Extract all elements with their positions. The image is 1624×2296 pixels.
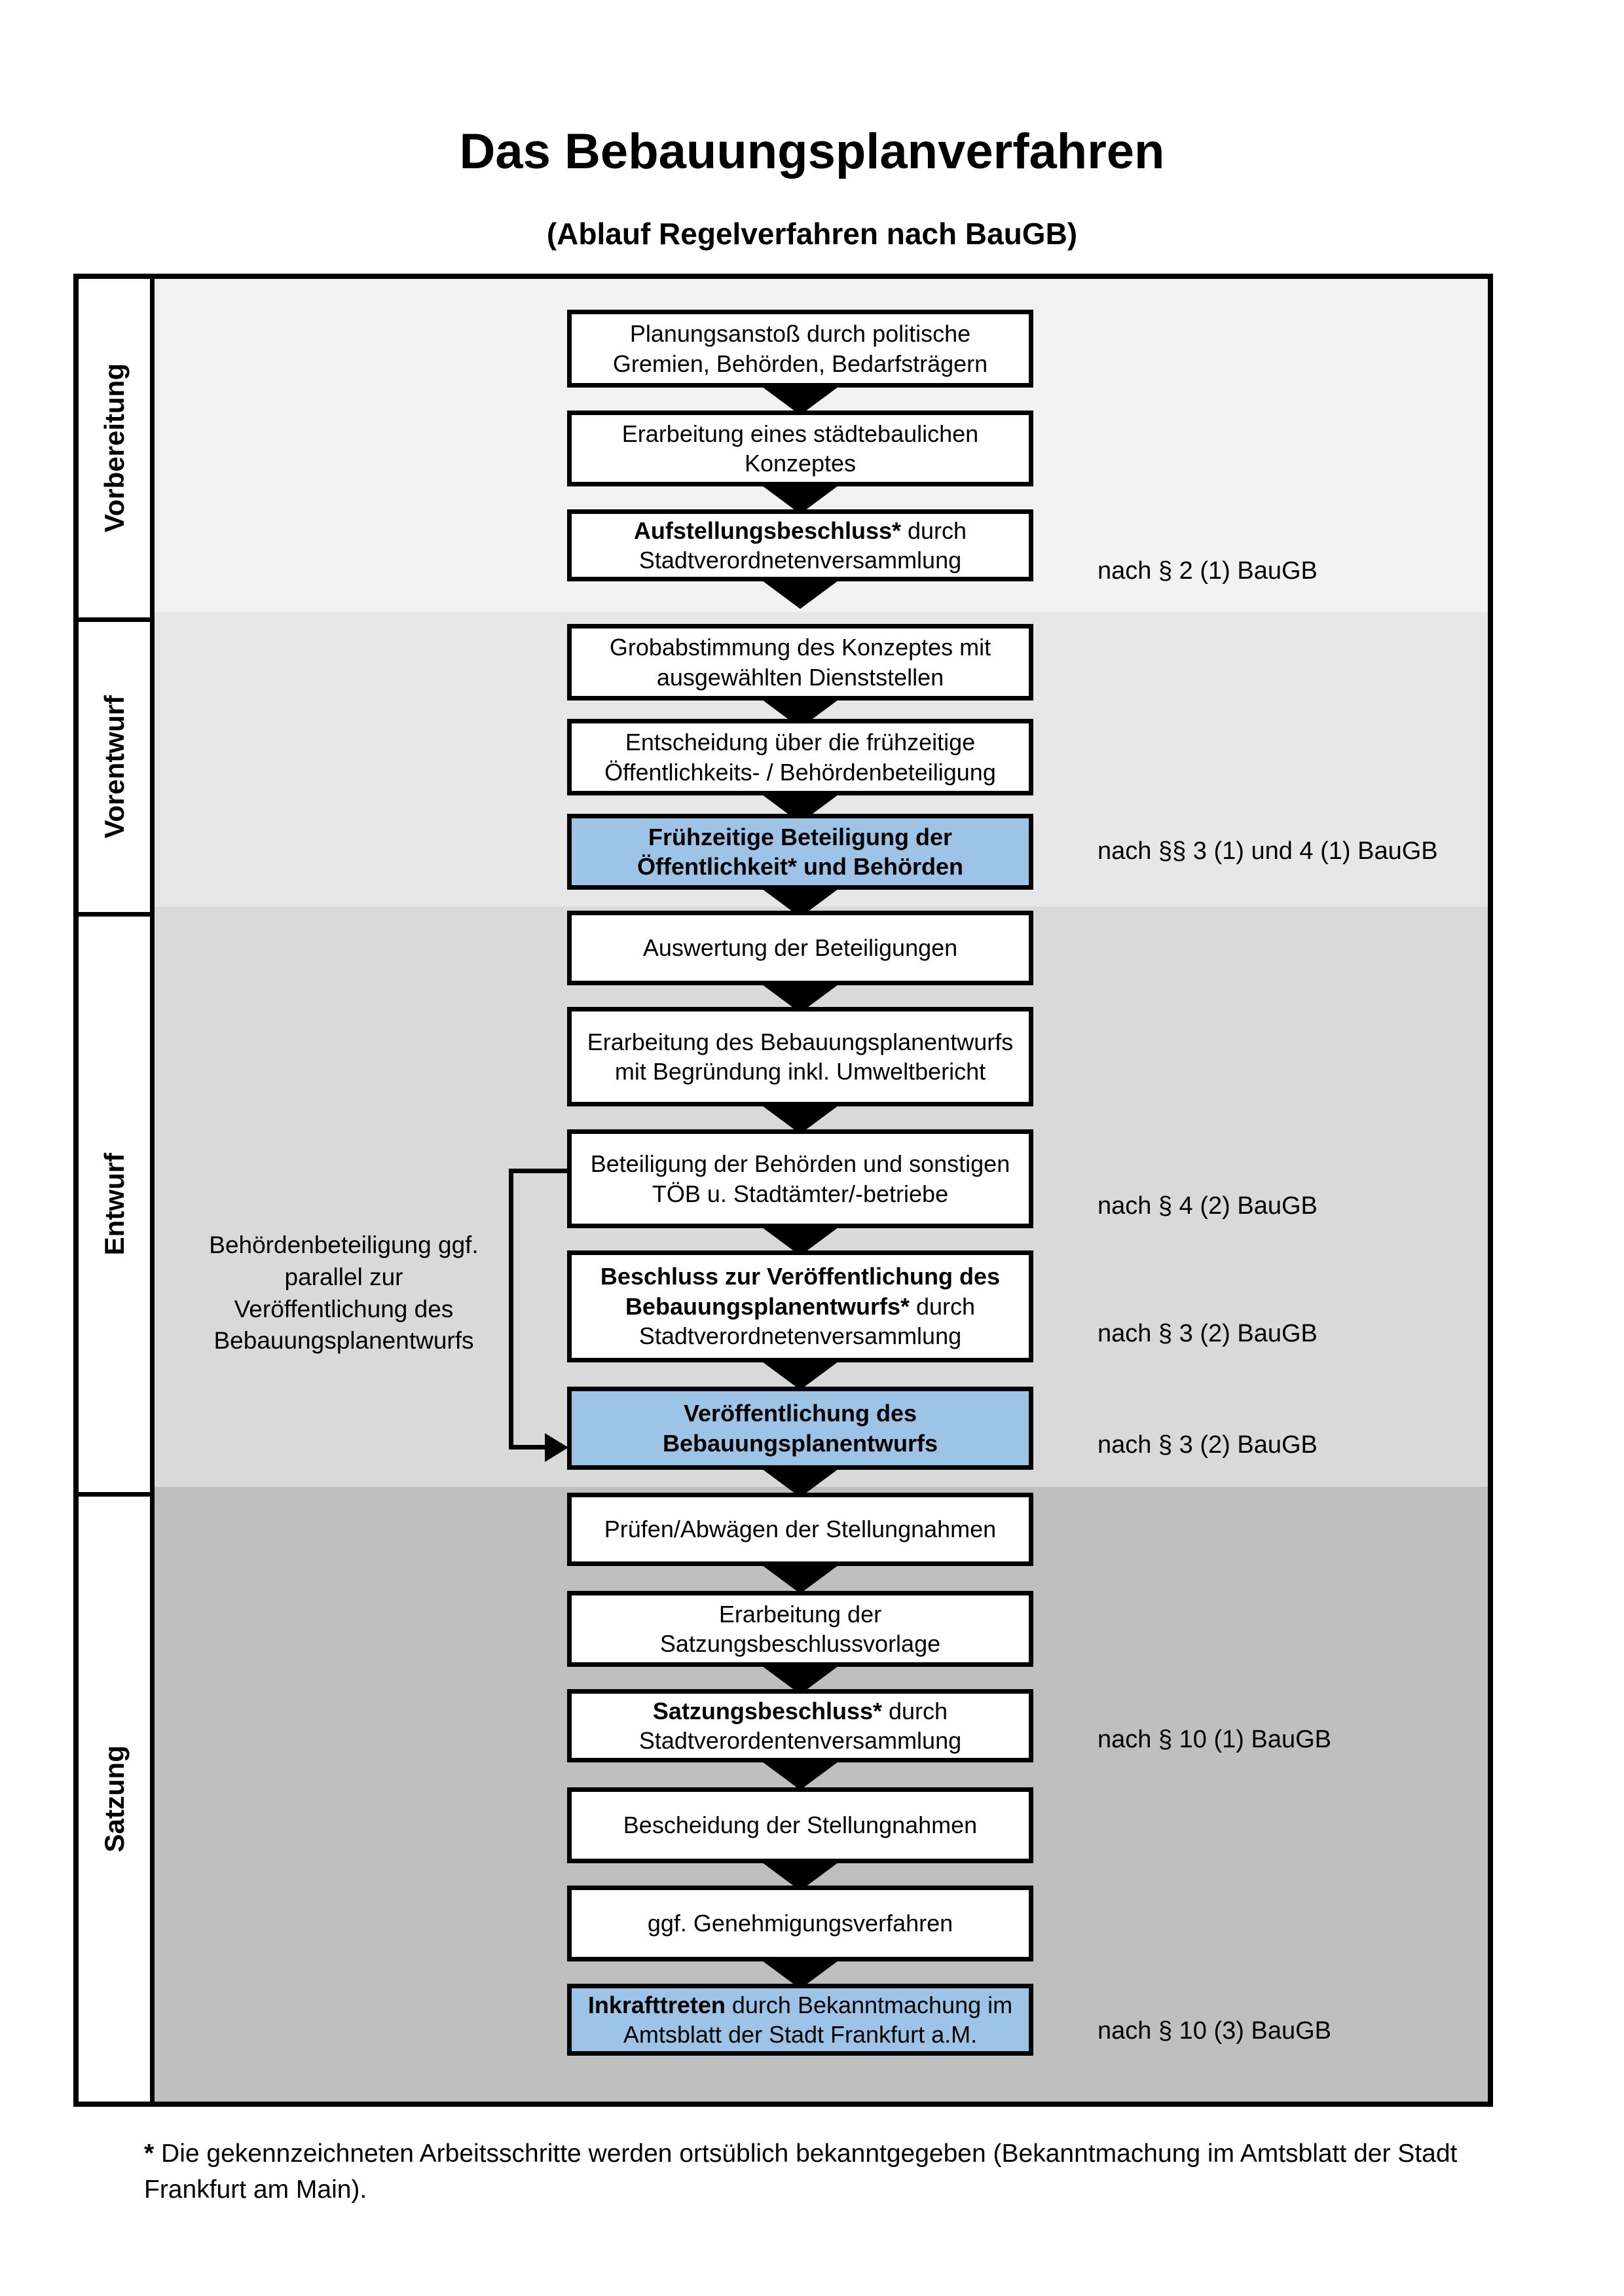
ref-paragraph-3-2-a: nach § 3 (2) BauGB — [1098, 1320, 1318, 1347]
step-text: Frühzeitige Beteiligung der Öffentlichke… — [637, 823, 964, 880]
flow-step-veroeffentlichung: Veröffentlichung des Bebauungsplanentwur… — [567, 1387, 1033, 1470]
step-text: Inkrafttreten durch Bekanntmachung im Am… — [587, 1991, 1018, 2048]
phase-label-vorentwurf: Vorentwurf — [79, 617, 150, 912]
flow-step-aufstellungsbeschluss: Aufstellungsbeschluss* durch Stadtverord… — [567, 509, 1033, 581]
flow-step-grobabstimmung: Grobabstimmung des Konzeptes mit ausgewä… — [567, 624, 1033, 701]
flow-step-satzungsvorlage: Erarbeitung der Satzungsbeschlussvorlage — [567, 1591, 1033, 1667]
step-text: Auswertung der Beteiligungen — [642, 934, 958, 962]
ref-paragraph-4-2: nach § 4 (2) BauGB — [1098, 1192, 1318, 1220]
down-arrow-icon — [760, 484, 841, 514]
flow-step-pruefen-abwaegen: Prüfen/Abwägen der Stellungnahmen — [567, 1493, 1033, 1566]
flow-step-behoerdenbeteiligung: Beteiligung der Behörden und sonstigen T… — [567, 1129, 1033, 1228]
down-arrow-icon — [760, 1467, 841, 1497]
down-arrow-icon — [760, 579, 841, 609]
connector-line-bottom — [509, 1445, 549, 1449]
flow-step-planungsanstoss: Planungsanstoß durch politische Gremien,… — [567, 310, 1033, 388]
page-title: Das Bebauungsplanverfahren — [459, 124, 1165, 179]
step-text: Erarbeitung des Bebauungsplanentwurfs mi… — [587, 1028, 1020, 1085]
side-note-parallel-beteiligung: Behördenbeteiligung ggf. parallel zur Ve… — [209, 1231, 479, 1355]
flow-step-erarbeitung-entwurf: Erarbeitung des Bebauungsplanentwurfs mi… — [567, 1007, 1033, 1106]
phase-label-satzung: Satzung — [79, 1492, 150, 2102]
flowchart-frame: Vorbereitung Vorentwurf Entwurf Satzung … — [73, 274, 1493, 2107]
step-text: Beteiligung der Behörden und sonstigen T… — [590, 1150, 1016, 1207]
flow-step-beschluss-veroeffentlichung: Beschluss zur Veröffentlichung des Bebau… — [567, 1250, 1033, 1362]
flow-step-fruehzeitige-beteiligung: Frühzeitige Beteiligung der Öffentlichke… — [567, 814, 1033, 890]
phase-label-column: Vorbereitung Vorentwurf Entwurf Satzung — [79, 279, 155, 2102]
down-arrow-icon — [760, 1104, 841, 1134]
connector-line-vertical — [509, 1169, 513, 1449]
connector-line-top — [509, 1169, 569, 1173]
down-arrow-icon — [760, 1563, 841, 1594]
flow-step-satzungsbeschluss: Satzungsbeschluss* durch Stadtverordente… — [567, 1689, 1033, 1762]
step-text: Erarbeitung der Satzungsbeschlussvorlage — [659, 1600, 941, 1657]
down-arrow-icon — [760, 1360, 841, 1390]
footnote-text: Die gekennzeichneten Arbeitsschritte wer… — [144, 2140, 1458, 2204]
step-text: Grobabstimmung des Konzeptes mit ausgewä… — [609, 634, 998, 691]
connector-arrowhead-icon — [545, 1433, 568, 1462]
step-text: Satzungsbeschluss* durch Stadtverordente… — [638, 1697, 962, 1754]
step-text: Beschluss zur Veröffentlichung des Bebau… — [600, 1263, 1007, 1350]
footnote-asterisk: * — [144, 2140, 155, 2168]
step-text: Erarbeitung eines städtebaulichen Konzep… — [621, 420, 986, 477]
step-text: Entscheidung über die frühzeitige Öffent… — [604, 729, 996, 786]
step-text: Aufstellungsbeschluss* durch Stadtverord… — [633, 517, 974, 574]
phase-label-vorbereitung: Vorbereitung — [98, 363, 130, 533]
flow-step-konzept: Erarbeitung eines städtebaulichen Konzep… — [567, 410, 1033, 486]
flow-step-entscheidung-beteiligung: Entscheidung über die frühzeitige Öffent… — [567, 719, 1033, 795]
ref-paragraph-3-2-b: nach § 3 (2) BauGB — [1098, 1431, 1318, 1459]
step-text: Bescheidung der Stellungnahmen — [623, 1812, 978, 1839]
flow-step-auswertung: Auswertung der Beteiligungen — [567, 911, 1033, 985]
phase-label-entwurf: Entwurf — [79, 912, 150, 1492]
down-arrow-icon — [760, 1760, 841, 1790]
step-text: Prüfen/Abwägen der Stellungnahmen — [604, 1516, 997, 1543]
footnote: * Die gekennzeichneten Arbeitsschritte w… — [144, 2136, 1506, 2208]
flow-step-bescheidung: Bescheidung der Stellungnahmen — [567, 1787, 1033, 1863]
step-text: Planungsanstoß durch politische Gremien,… — [612, 320, 988, 377]
flow-step-genehmigungsverfahren: ggf. Genehmigungsverfahren — [567, 1886, 1033, 1961]
page-subtitle: (Ablauf Regelverfahren nach BauGB) — [546, 217, 1078, 251]
step-text: ggf. Genehmigungsverfahren — [647, 1910, 953, 1937]
ref-paragraph-3-4-1: nach §§ 3 (1) und 4 (1) BauGB — [1098, 837, 1438, 865]
step-text: Veröffentlichung des Bebauungsplanentwur… — [662, 1400, 938, 1457]
flow-step-inkrafttreten: Inkrafttreten durch Bekanntmachung im Am… — [567, 1984, 1033, 2056]
ref-paragraph-10-1: nach § 10 (1) BauGB — [1098, 1726, 1331, 1753]
down-arrow-icon — [760, 385, 841, 415]
ref-paragraph-2-1: nach § 2 (1) BauGB — [1098, 557, 1318, 585]
ref-paragraph-10-3: nach § 10 (3) BauGB — [1098, 2017, 1331, 2045]
